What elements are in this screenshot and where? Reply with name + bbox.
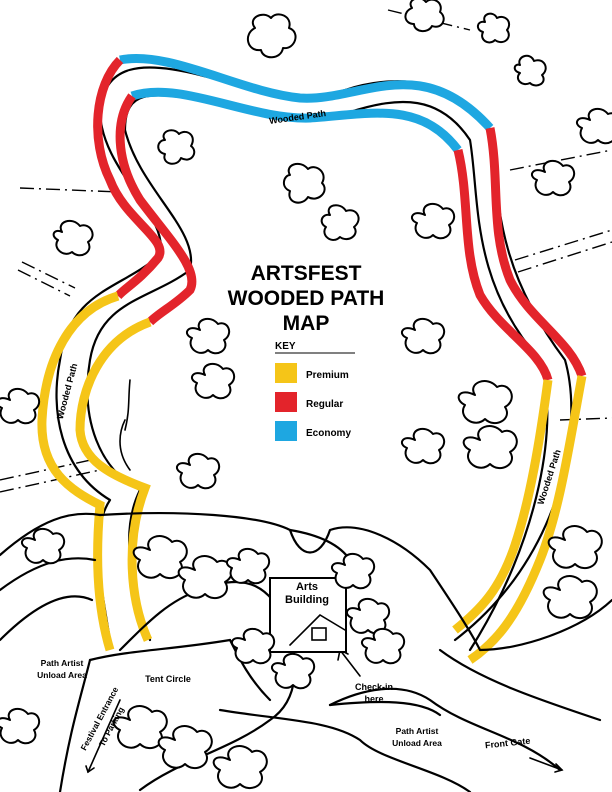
tree <box>225 547 271 585</box>
title-line-3: MAP <box>283 312 330 335</box>
key-heading: KEY <box>275 341 296 352</box>
tree <box>175 452 221 490</box>
path-artist-right-label-2: Unload Area <box>392 738 442 748</box>
tree <box>157 129 196 165</box>
premium-segment-right-outer <box>467 375 587 664</box>
tree <box>513 54 547 87</box>
key-label-economy: Economy <box>306 428 351 439</box>
regular-segment-left-inner <box>115 93 197 326</box>
key-swatch-premium <box>275 363 297 383</box>
tree <box>157 725 213 770</box>
tree <box>330 552 376 590</box>
tree <box>246 13 297 59</box>
tree <box>410 202 456 240</box>
map-title: ARTSFEST WOODED PATH MAP <box>228 262 385 335</box>
tree <box>270 652 316 690</box>
tree <box>457 380 513 425</box>
regular-segment-right-inner <box>453 148 553 382</box>
tree <box>530 159 576 197</box>
path-segments <box>37 54 587 664</box>
economy-segment-top-inner <box>130 87 462 153</box>
tent-circle-label: Tent Circle <box>145 674 191 684</box>
tree <box>400 427 446 465</box>
arts-building: Arts Building <box>269 577 347 653</box>
tree <box>132 535 188 580</box>
key-swatch-economy <box>275 421 297 441</box>
tree <box>0 387 41 425</box>
premium-segment-right-inner <box>452 379 553 634</box>
front-gate-label: Front Gate <box>485 736 531 751</box>
tree <box>575 107 612 145</box>
title-line-1: ARTSFEST <box>251 262 362 285</box>
arts-building-label-1: Arts <box>296 581 318 593</box>
tree <box>185 317 231 355</box>
tree <box>52 219 94 257</box>
path-artist-left-label-1: Path Artist <box>41 658 84 668</box>
tree <box>542 575 598 620</box>
premium-segment-left-outer <box>37 291 120 652</box>
path-artist-left-label-2: Unload Area <box>37 670 87 680</box>
key-label-regular: Regular <box>306 399 343 410</box>
tree <box>360 627 406 665</box>
key-swatch-regular <box>275 392 297 412</box>
map-key: KEY Premium Regular Economy <box>275 341 355 441</box>
tree <box>404 0 445 32</box>
tree <box>477 12 511 44</box>
key-label-premium: Premium <box>306 370 349 381</box>
property-lines <box>0 9 612 493</box>
tree <box>400 317 446 355</box>
tree <box>283 162 326 204</box>
wooded-path-label-top: Wooded Path <box>268 108 326 126</box>
path-artist-right-label-1: Path Artist <box>396 726 439 736</box>
tree <box>112 705 168 750</box>
tree <box>212 745 268 790</box>
check-in-label-1: Check-in <box>355 682 393 692</box>
tree <box>177 555 233 600</box>
title-line-2: WOODED PATH <box>228 287 385 310</box>
arts-building-label-2: Building <box>285 594 329 606</box>
regular-segment-right-outer <box>485 127 587 378</box>
check-in-label-2: here <box>364 694 383 704</box>
tree <box>20 527 66 565</box>
tree <box>230 627 276 665</box>
tree <box>0 707 41 745</box>
regular-segment-left-outer <box>93 56 165 300</box>
economy-segment-top-outer <box>119 54 494 132</box>
tree <box>547 525 603 570</box>
tree <box>190 362 236 400</box>
tree <box>320 204 360 241</box>
premium-segment-left-inner <box>75 317 153 642</box>
tree <box>462 425 518 470</box>
